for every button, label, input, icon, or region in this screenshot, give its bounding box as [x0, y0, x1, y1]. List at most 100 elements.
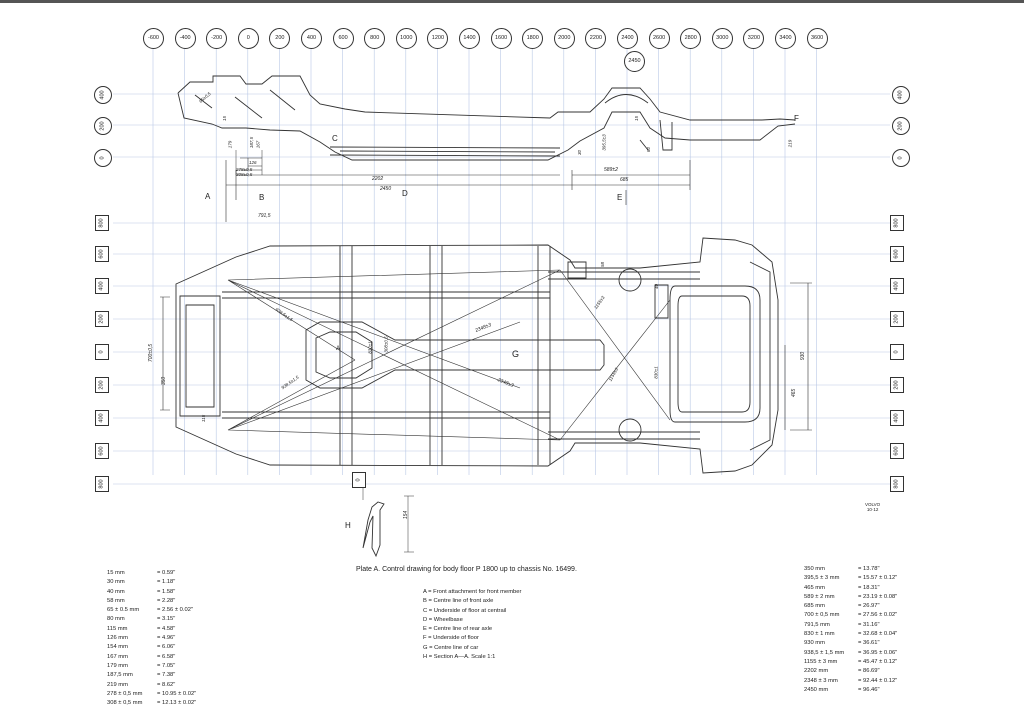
scale-label-plan: 600: [95, 443, 109, 459]
scale-label-top: 1200: [427, 28, 449, 49]
conversion-row: 40 mm= 1.58": [107, 588, 196, 597]
conversion-mm: 465 mm: [804, 584, 825, 591]
plan-crossmember-1: [339, 246, 443, 465]
label-a-plan: A: [336, 346, 341, 352]
conversion-inch: = 12.13 ± 0.02": [157, 700, 197, 707]
scale-label-plan: 0: [95, 344, 109, 360]
conversion-row: 58 mm= 2.28": [107, 597, 196, 606]
dim-15: 15: [222, 115, 228, 122]
conversion-mm: 930 mm: [804, 640, 825, 647]
conversion-row: 791,5 mm = 31.16": [804, 621, 897, 630]
label-c: C: [332, 134, 338, 143]
conversion-mm: 30 mm: [107, 579, 125, 586]
conversion-mm: 685 mm: [804, 603, 825, 610]
scale-label-plan: 200: [95, 377, 109, 393]
dim-30: 30: [577, 149, 583, 156]
conversion-inch: = 86.69": [858, 668, 880, 675]
plan-wheel-left: [618, 268, 642, 292]
scale-label-side: 200: [94, 117, 112, 135]
conversion-table-right: 350 mm= 13.78"395,5 ± 3 mm= 15.57 ± 0.12…: [804, 565, 897, 695]
side-front-detail: [194, 89, 296, 119]
conversion-mm: 40 mm: [107, 588, 125, 595]
conversion-mm: 350 mm: [804, 566, 825, 572]
conversion-inch: = 1.18": [157, 579, 176, 586]
scale-label-plan: 800: [95, 215, 109, 231]
legend-item: B = Centre line of front axle: [423, 598, 494, 605]
scale-label-side: 400: [892, 86, 910, 104]
scale-label-plan: 200: [890, 311, 904, 327]
plan-view: [160, 237, 812, 474]
conversion-row: 15 mm= 0.59": [107, 569, 196, 578]
plate-title: Plate A. Control drawing for body floor …: [356, 566, 577, 573]
conversion-mm: 791,5 mm: [804, 621, 830, 628]
dim-40: 40: [654, 283, 660, 290]
dim-308: 308±0,5: [236, 172, 253, 177]
conversion-row: 1155 ± 3 mm= 45.47 ± 0.12": [804, 658, 897, 667]
label-a: A: [205, 192, 211, 201]
section-h-dims: [362, 488, 414, 553]
dim-589: 589±2: [604, 167, 618, 173]
dim-830-b: 830±1: [653, 366, 659, 379]
plan-rear-rails: [548, 271, 700, 440]
scale-label-side: 0: [94, 149, 112, 167]
scale-label-top: 3400: [775, 28, 796, 49]
conversion-row: 2450 mm= 96.46": [804, 686, 897, 695]
conversion-inch: = 23.19 ± 0.08": [858, 593, 898, 600]
scale-label-top: 2800: [680, 28, 702, 49]
scale-label-plan: 400: [890, 410, 904, 426]
scale-label-top: -600: [143, 28, 164, 49]
side-lower-profile: [177, 92, 796, 161]
dim-791: 791,5: [258, 213, 271, 219]
side-small-dims: [235, 150, 263, 175]
plan-axis-lines: [160, 282, 812, 431]
scale-label-top: 400: [301, 28, 322, 49]
plan-wheel-right: [618, 418, 642, 442]
conversion-table-left: 15 mm= 0.59"30 mm = 1.18" 40 mm= 1.58"58 m…: [107, 569, 196, 708]
dim-930: 930: [800, 351, 807, 361]
scale-label-side: 0: [892, 149, 910, 167]
dim-167: 167: [255, 140, 261, 149]
conversion-inch: = 10.95 ± 0.02": [157, 690, 197, 697]
side-front-profile: [177, 75, 796, 121]
conversion-row: 154 mm= 6.06": [107, 643, 196, 652]
scale-label-plan: 800: [890, 476, 904, 492]
conversion-row: 830 ± 1 mm= 32.68 ± 0.04": [804, 630, 897, 639]
label-e: E: [617, 193, 623, 202]
conversion-mm: 2348 ± 3 mm: [804, 677, 838, 684]
conversion-inch: = 26.97": [858, 603, 880, 610]
conversion-row: 700 ± 0,5 mm= 27.56 ± 0.02": [804, 611, 897, 620]
conversion-inch: = 0.59": [157, 570, 176, 576]
label-b: B: [259, 193, 265, 202]
scale-label-plan: 400: [890, 278, 904, 294]
conversion-mm: 1155 ± 3 mm: [804, 658, 838, 665]
dim-80: 80: [646, 146, 652, 153]
conversion-mm: 115 mm: [107, 625, 128, 632]
conversion-mm: 179 mm: [107, 662, 128, 669]
conversion-row: 219 mm= 8.62": [107, 681, 196, 690]
side-dim-lines: [225, 160, 691, 222]
label-g: G: [512, 349, 520, 359]
conversion-mm: 589 ± 2 mm: [804, 593, 835, 600]
scale-label-plan: 800: [95, 476, 109, 492]
conversion-row: 126 mm= 4.96": [107, 634, 196, 643]
label-f: F: [794, 114, 799, 123]
plan-rear-frame: [669, 285, 761, 423]
scale-label-top: 1000: [395, 28, 417, 49]
plan-tunnel-inner: [315, 331, 373, 379]
conversion-mm: 308 ± 0,5 mm: [107, 700, 143, 707]
conversion-mm: 2202 mm: [804, 668, 829, 675]
dim-465: 465: [791, 388, 798, 398]
conversion-mm: 395,5 ± 3 mm: [804, 575, 840, 582]
conversion-row: 2202 mm = 86.69": [804, 667, 897, 676]
side-rear-arch: [604, 94, 649, 104]
label-h: H: [345, 521, 351, 530]
conversion-row: 938,5 ± 1,5 mm= 36.95 ± 0.06": [804, 649, 897, 658]
conversion-inch: = 31.16": [858, 621, 880, 628]
dim-154: 154: [403, 510, 410, 520]
plan-outline: [175, 237, 779, 474]
scale-label-top: 2400: [617, 28, 638, 49]
conversion-inch: = 4.58": [157, 625, 176, 632]
conversion-mm: 167 mm: [107, 653, 128, 660]
